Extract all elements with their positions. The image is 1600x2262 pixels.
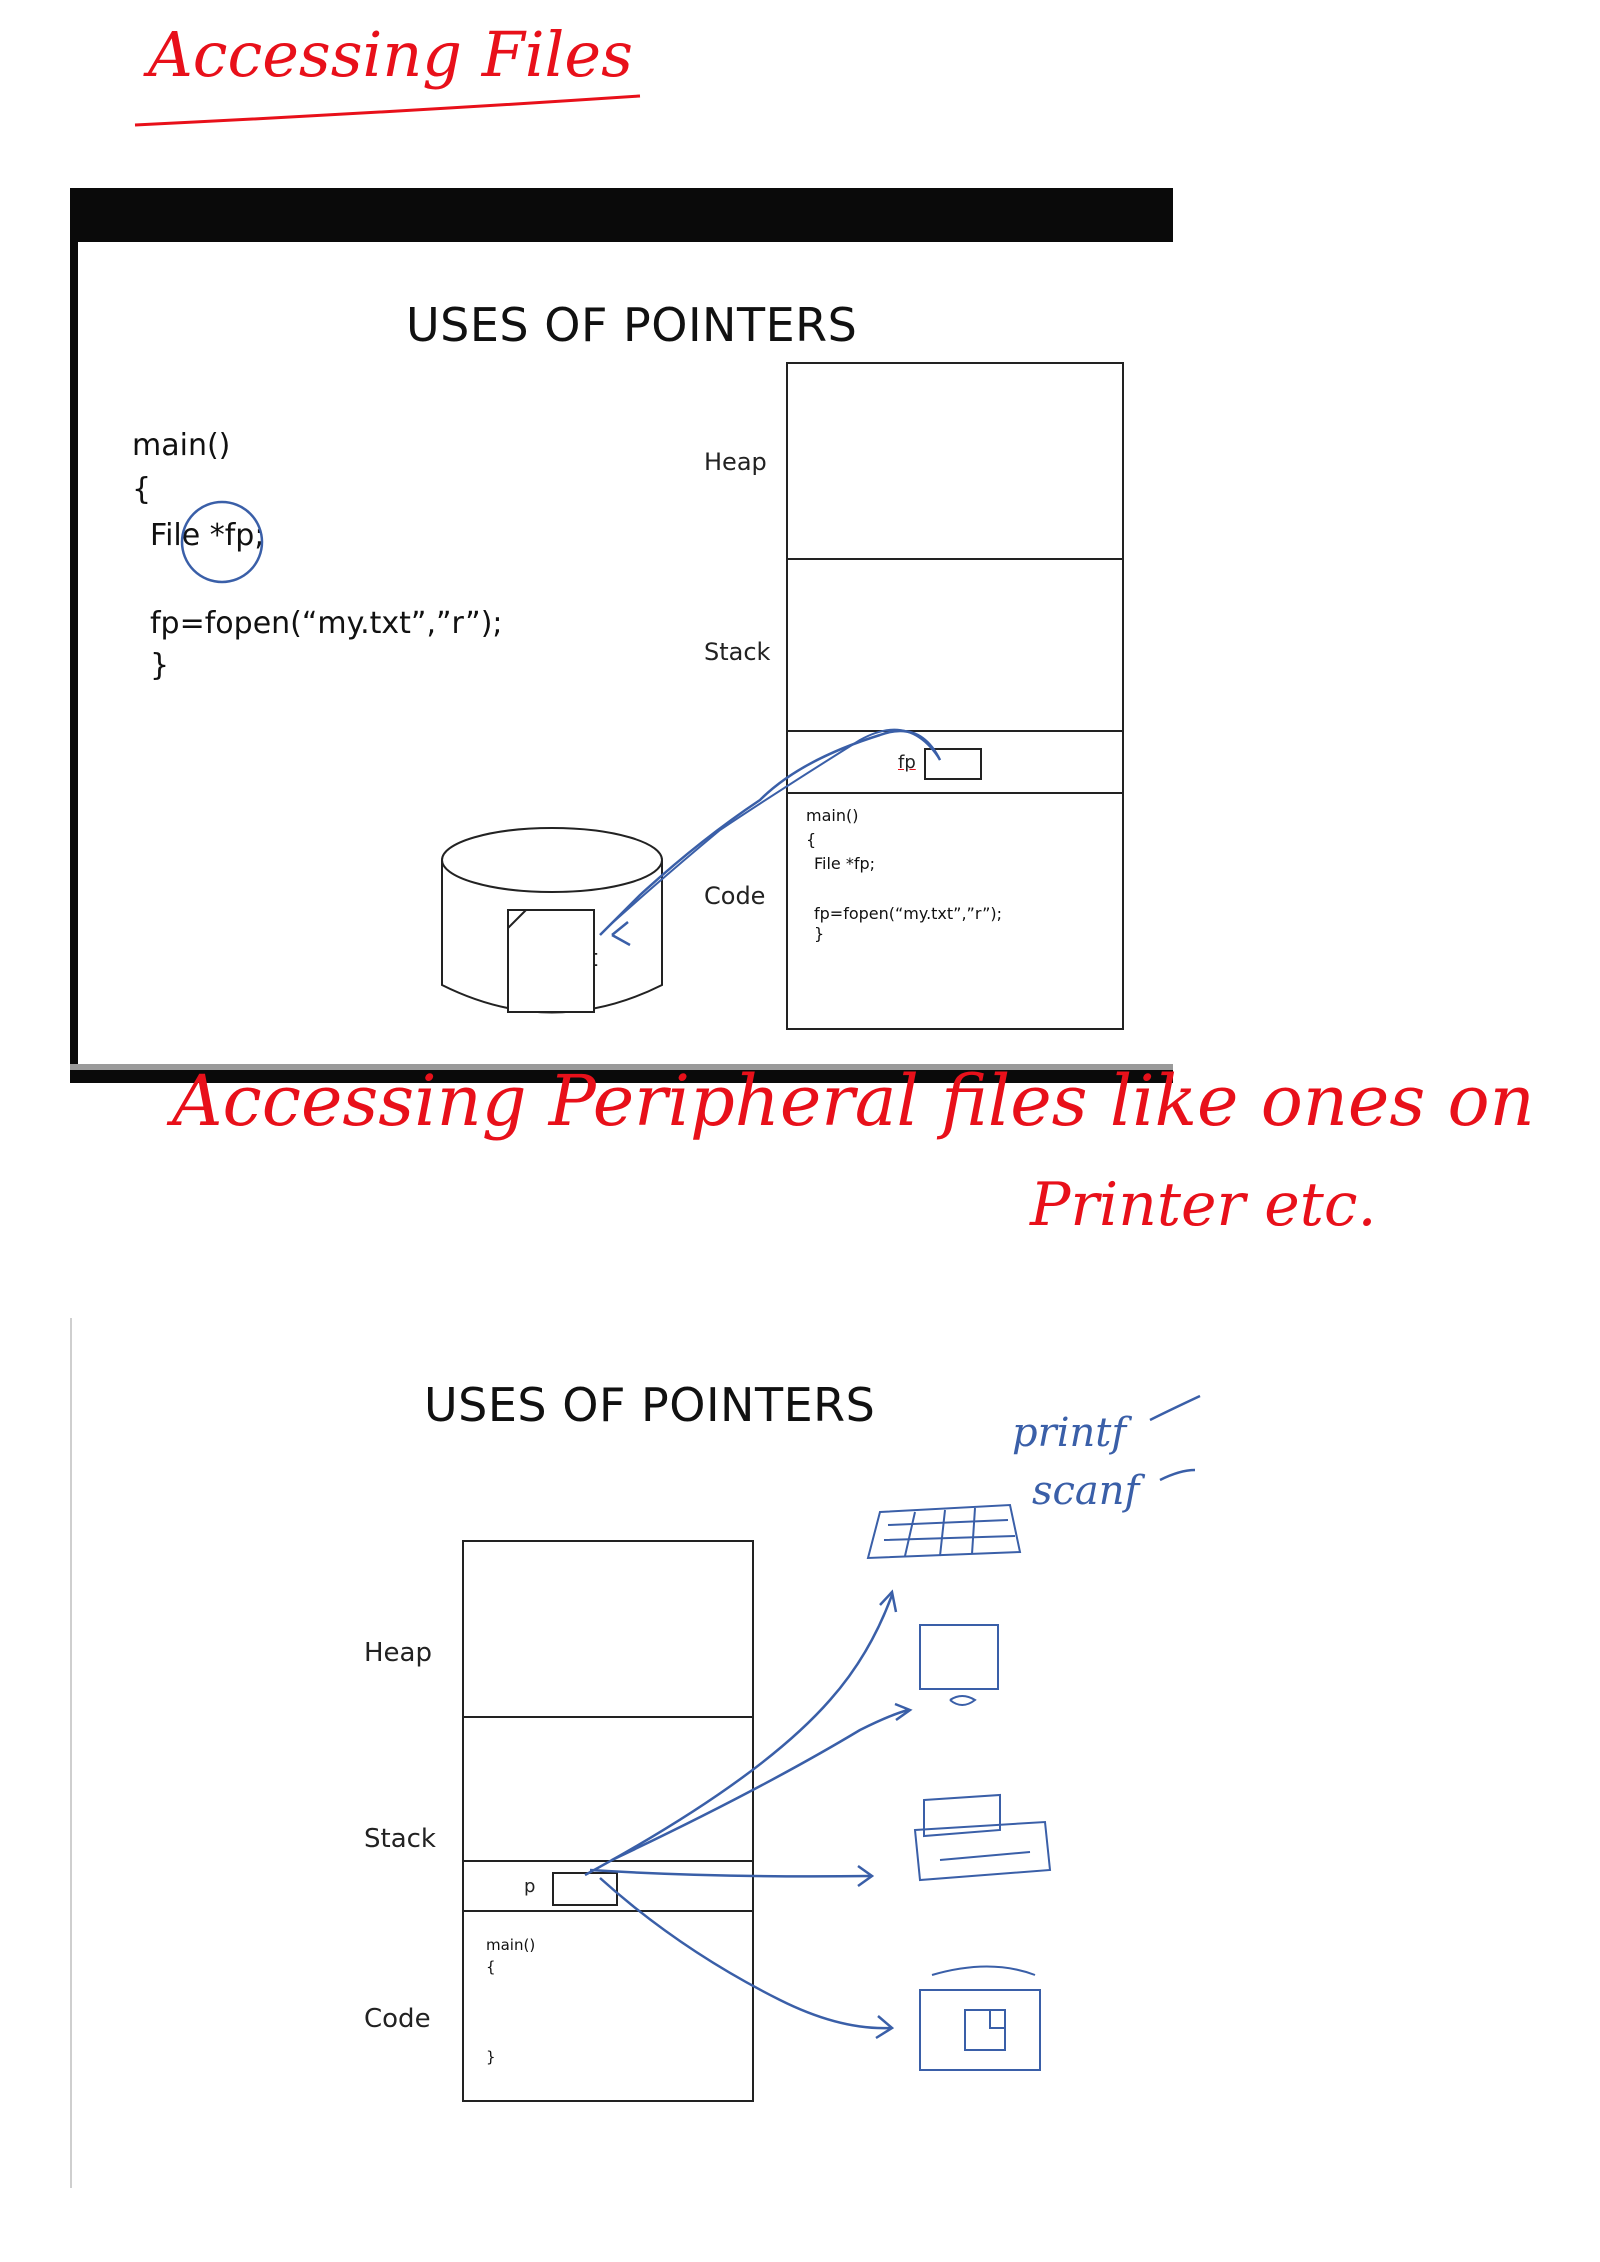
code-line-main: main() [132, 428, 231, 463]
mini-code-open: { [806, 830, 817, 849]
annotation-scanf: scanf [1032, 1468, 1140, 1514]
label-stack: Stack [704, 638, 771, 666]
memory-diagram-2: p main() { } [462, 1540, 754, 2102]
note-printer-etc: Printer etc. [1030, 1170, 1377, 1240]
mini-code-close-2: } [486, 2048, 496, 2066]
mini-code-main: main() [806, 806, 859, 825]
heading-accessing-files: Accessing Files [148, 18, 633, 91]
slide-1-top-bar [70, 188, 1173, 242]
stack-var-label: fp [898, 752, 916, 773]
code-line-fopen: fp=fopen(“my.txt”,”r”); [150, 606, 503, 641]
code-line-close-brace: } [150, 648, 170, 683]
label-stack-2: Stack [364, 1824, 436, 1854]
label-code-2: Code [364, 2004, 431, 2034]
slide-1-bottom-bar-dark [70, 1070, 1173, 1083]
slide-1: USES OF POINTERS main() { File *fp; fp=f… [70, 188, 1173, 1083]
label-heap: Heap [704, 448, 767, 476]
slide-2: USES OF POINTERS Heap Stack Code p main(… [70, 1318, 1260, 2188]
stack-var-label-2: p [524, 1876, 536, 1897]
mini-code-declare: File *fp; [814, 854, 876, 873]
slide-1-bottom-bar [70, 1064, 1173, 1070]
note-peripheral-files: Accessing Peripheral files like ones on [172, 1060, 1535, 1142]
label-code: Code [704, 882, 766, 910]
slide-1-title: USES OF POINTERS [406, 298, 858, 352]
divider-stack-frame-2 [464, 1860, 752, 1862]
mini-code-main-2: main() [486, 1936, 536, 1954]
annotation-printf: printf [1012, 1410, 1127, 1456]
stack-var-box-2 [552, 1872, 618, 1906]
stack-var-box [924, 748, 982, 780]
divider-heap-stack-2 [464, 1716, 752, 1718]
mini-code-open-2: { [486, 1958, 496, 1976]
slide-2-title: USES OF POINTERS [424, 1378, 876, 1432]
mini-code-close: } [814, 924, 825, 943]
code-line-open-brace: { [132, 472, 152, 507]
mini-code-fopen: fp=fopen(“my.txt”,”r”); [814, 904, 1002, 923]
divider-frame-code [788, 792, 1122, 794]
divider-stack-frame [788, 730, 1122, 732]
memory-diagram: fp main() { File *fp; fp=fopen(“my.txt”,… [786, 362, 1124, 1030]
divider-heap-stack [788, 558, 1122, 560]
code-line-declare: File *fp; [150, 518, 265, 553]
label-heap-2: Heap [364, 1638, 432, 1668]
file-name-label: my.txt [523, 944, 598, 972]
divider-frame-code-2 [464, 1910, 752, 1912]
